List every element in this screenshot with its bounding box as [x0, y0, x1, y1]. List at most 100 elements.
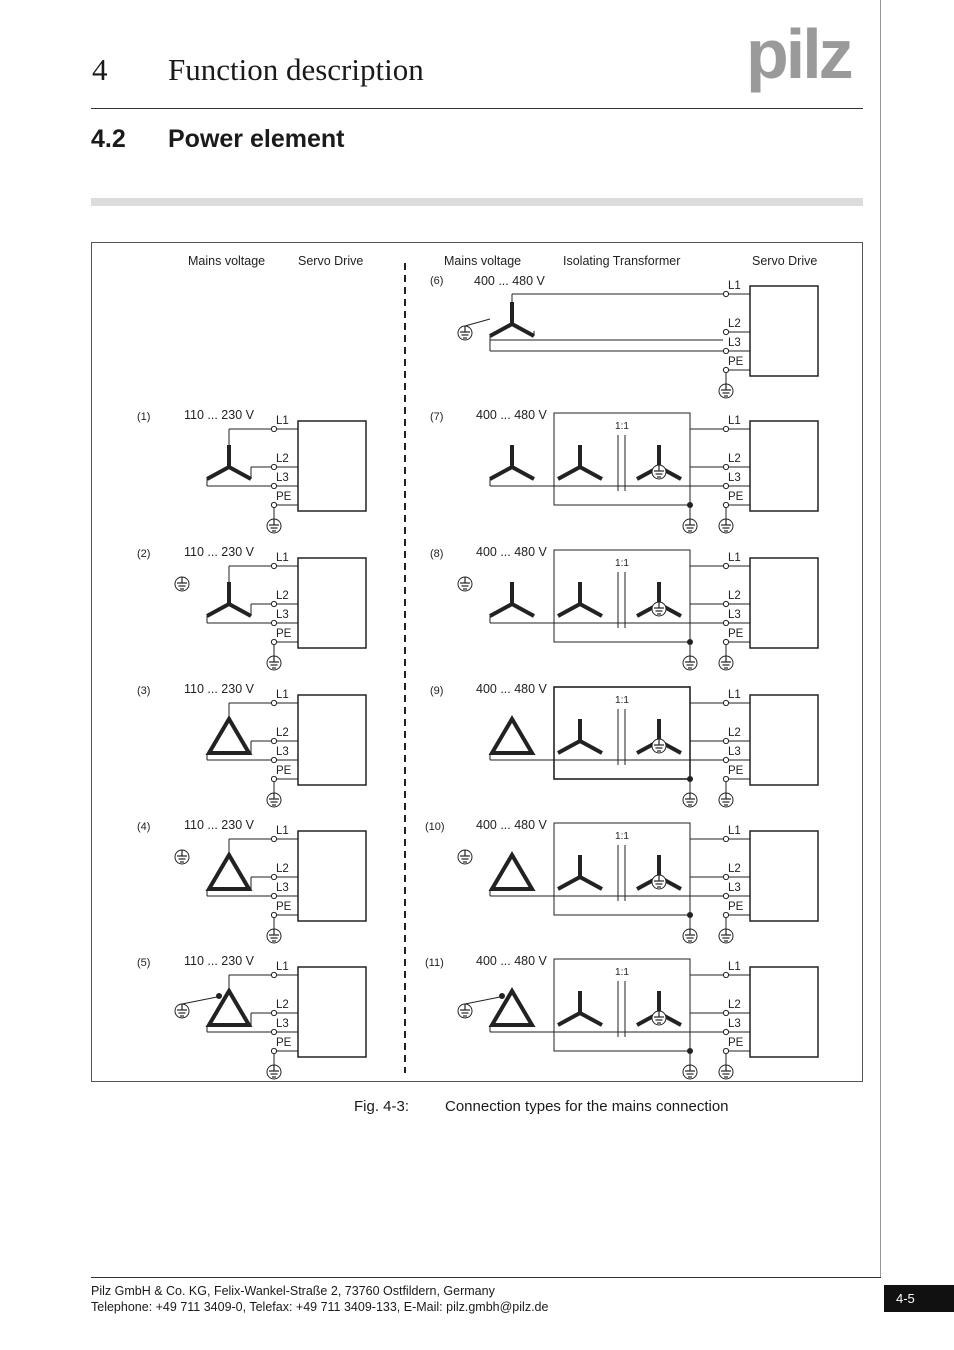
circuit-9-label-l1: L1: [728, 689, 741, 701]
circuit-11-ratio: 1:1: [615, 967, 629, 978]
circuit-2-source-ground: [174, 576, 190, 592]
circuit-7-ratio: 1:1: [615, 421, 629, 432]
circuit-11-secondary-ground: [651, 1010, 667, 1026]
circuit-6-terminal-l1: [722, 290, 730, 298]
circuit-9-transformer-box: [553, 686, 691, 780]
circuit-10-terminal-l2: [722, 873, 730, 881]
circuit-7-trafo-ground: [682, 518, 698, 534]
circuit-6-label-l2: L2: [728, 318, 741, 330]
circuit-2-label-l3: L3: [276, 609, 289, 621]
footer-address: Pilz GmbH & Co. KG, Felix-Wankel-Straße …: [91, 1284, 495, 1298]
circuit-2-terminal-l3: [270, 619, 278, 627]
circuit-8-voltage: 400 ... 480 V: [476, 545, 548, 559]
circuit-1-terminal-l1: [270, 425, 278, 433]
circuit-7-secondary-ground: [651, 464, 667, 480]
circuit-4-number: (4): [137, 821, 150, 833]
footer-rule: [91, 1277, 881, 1278]
circuit-4-terminal-l1: [270, 835, 278, 843]
circuit-9-terminal-pe: [722, 775, 730, 783]
circuit-11-terminal-l3: [722, 1028, 730, 1036]
circuit-7-label-l1: L1: [728, 415, 741, 427]
circuit-4-delta: [205, 851, 253, 891]
circuit-6-terminal-l2: [722, 328, 730, 336]
circuit-1-star-arm-right: [228, 465, 252, 481]
circuit-3-number: (3): [137, 685, 150, 697]
circuit-7-pe-ground: [718, 518, 734, 534]
circuit-8-label-pe: PE: [728, 628, 744, 640]
circuit-11-label-pe: PE: [728, 1037, 744, 1049]
circuit-7-drive-box: [749, 420, 819, 512]
circuit-3-terminal-l1: [270, 699, 278, 707]
circuit-7-label-l2: L2: [728, 453, 741, 465]
circuit-9-terminal-l2: [722, 737, 730, 745]
circuit-10-pe-ground: [718, 928, 734, 944]
circuit-4-terminal-l2: [270, 873, 278, 881]
circuit-5-source-ground: [174, 1003, 190, 1019]
circuit-10-trafo-ground: [682, 928, 698, 944]
circuit-3-delta: [205, 715, 253, 755]
circuit-10-number: (10): [425, 821, 445, 833]
circuit-9-label-pe: PE: [728, 765, 744, 777]
header-rule: [91, 108, 863, 109]
circuit-2-terminal-pe: [270, 638, 278, 646]
circuit-9-primary-star-arm-right: [579, 739, 603, 755]
circuit-6-label-l1: L1: [728, 280, 741, 292]
circuit-8-terminal-l1: [722, 562, 730, 570]
circuit-4-label-l3: L3: [276, 882, 289, 894]
circuit-11-number: (11): [425, 957, 444, 969]
circuit-6-pe-ground: [718, 383, 734, 399]
circuit-2-voltage: 110 ... 230 V: [184, 545, 255, 559]
circuit-8-terminal-pe: [722, 638, 730, 646]
circuit-11-ground-link: [464, 996, 501, 1005]
circuit-3-terminal-l2: [270, 737, 278, 745]
circuit-5-ground-node: [216, 993, 222, 999]
circuit-6-label-pe: PE: [728, 356, 744, 368]
circuit-9-source-delta: [488, 715, 536, 755]
circuit-6-voltage: 400 ... 480 V: [474, 274, 546, 288]
circuit-10-transformer-box: [553, 822, 691, 916]
circuit-10-label-pe: PE: [728, 901, 744, 913]
circuit-5-label-l3: L3: [276, 1018, 289, 1030]
section-number: 4.2: [91, 125, 126, 153]
circuit-7-terminal-pe: [722, 501, 730, 509]
margin-rule: [880, 0, 881, 1278]
circuit-7-source-star-arm-left: [489, 465, 513, 481]
circuit-5-voltage: 110 ... 230 V: [184, 954, 255, 968]
circuit-8-source-star-arm-right: [511, 602, 535, 618]
pilz-logo: pilz: [746, 26, 855, 93]
circuit-10-terminal-l1: [722, 835, 730, 843]
circuit-9-pe-ground: [718, 792, 734, 808]
circuit-1-label-l3: L3: [276, 472, 289, 484]
circuit-10-source-delta: [488, 851, 536, 891]
circuit-9-ratio: 1:1: [615, 695, 629, 706]
circuit-8-primary-star-arm-left: [557, 602, 581, 618]
circuit-8-drive-box: [749, 557, 819, 649]
circuit-1-terminal-l3: [270, 482, 278, 490]
page-number: 4-5: [884, 1285, 954, 1312]
circuit-1-label-pe: PE: [276, 491, 292, 503]
circuit-9-primary-star-arm-left: [557, 739, 581, 755]
circuit-11-pe-ground: [718, 1064, 734, 1080]
circuit-11-voltage: 400 ... 480 V: [476, 954, 548, 968]
circuit-7-terminal-l1: [722, 425, 730, 433]
circuit-10-terminal-l3: [722, 892, 730, 900]
circuit-7-terminal-l3: [722, 482, 730, 490]
circuit-3-label-l3: L3: [276, 746, 289, 758]
circuit-9-label-l3: L3: [728, 746, 741, 758]
circuit-5-delta: [205, 987, 253, 1027]
circuit-8-source-star-arm-left: [489, 602, 513, 618]
circuit-10-secondary-ground: [651, 874, 667, 890]
circuit-7-label-pe: PE: [728, 491, 744, 503]
circuit-11-label-l1: L1: [728, 961, 741, 973]
circuit-11-terminal-l2: [722, 1009, 730, 1017]
circuit-3-label-pe: PE: [276, 765, 292, 777]
circuit-8-secondary-ground: [651, 601, 667, 617]
circuit-6-ground-link: [464, 318, 491, 327]
circuit-8-label-l1: L1: [728, 552, 741, 564]
circuit-11-terminal-pe: [722, 1047, 730, 1055]
header-right-mains: Mains voltage: [444, 254, 521, 268]
circuit-2-star-arm-right: [228, 602, 252, 618]
circuit-1-star-arm-left: [206, 465, 230, 481]
circuit-9-voltage: 400 ... 480 V: [476, 682, 548, 696]
